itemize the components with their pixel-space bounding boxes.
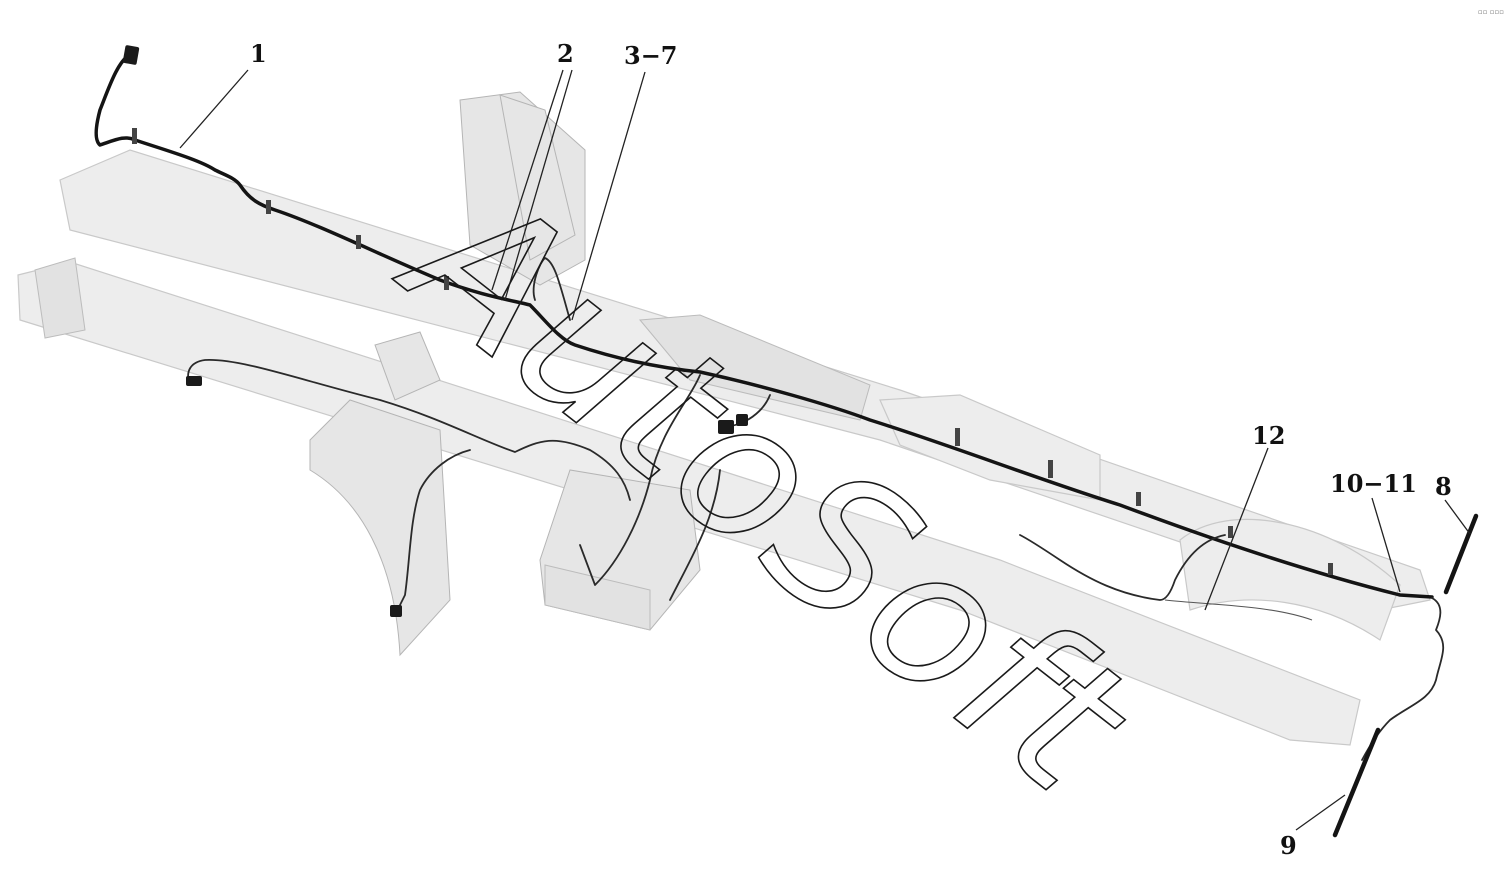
front-crossmember — [34, 257, 86, 339]
leader-12 — [1204, 447, 1269, 611]
left-bracket — [374, 331, 441, 401]
rear-harness — [1019, 513, 1479, 838]
battery-box-face — [544, 564, 651, 631]
harness-mudguard-connector — [390, 605, 402, 617]
callout-labels: 1 2 3−7 12 10−11 8 9 — [250, 39, 1452, 860]
callout-3-7: 3−7 — [624, 41, 678, 70]
leader-8 — [1444, 499, 1471, 535]
harness-lower-connector — [186, 376, 202, 386]
callout-12: 12 — [1252, 421, 1285, 450]
main-harness — [94, 45, 1434, 601]
harness-branch-drop — [669, 469, 721, 601]
harness-branch-center — [532, 257, 571, 321]
corner-mark: ▫▫ ▫▫▫ — [1478, 8, 1504, 16]
module-connector-cluster — [718, 414, 748, 434]
callout-9: 9 — [1280, 831, 1297, 860]
callout-leaders — [179, 69, 1471, 831]
harness-main-run — [94, 53, 1434, 599]
leader-2b — [491, 69, 564, 291]
leader-1 — [179, 69, 249, 149]
harness-9-run — [1361, 597, 1445, 761]
callout-10-11: 10−11 — [1330, 469, 1417, 498]
components — [309, 91, 1101, 657]
harness-12-run — [1019, 534, 1226, 601]
leader-9 — [1295, 794, 1346, 831]
harness-12-tail — [1164, 599, 1313, 621]
harness-mudguard-run — [394, 449, 471, 616]
callout-2: 2 — [557, 39, 574, 68]
harness-clips — [132, 128, 1333, 575]
callout-8: 8 — [1435, 472, 1452, 501]
lamp-8 — [1443, 513, 1479, 595]
leader-2a — [504, 69, 573, 301]
harness-branch-battery — [579, 374, 701, 586]
harness-lower-run — [187, 359, 631, 501]
left-mudguard — [309, 399, 451, 657]
lower-harness — [186, 359, 631, 617]
leader-10-11 — [1371, 497, 1401, 593]
callout-1: 1 — [250, 39, 267, 68]
harness-connector-top — [122, 45, 140, 65]
lamp-9 — [1332, 727, 1381, 838]
leader-3-7 — [571, 71, 646, 321]
